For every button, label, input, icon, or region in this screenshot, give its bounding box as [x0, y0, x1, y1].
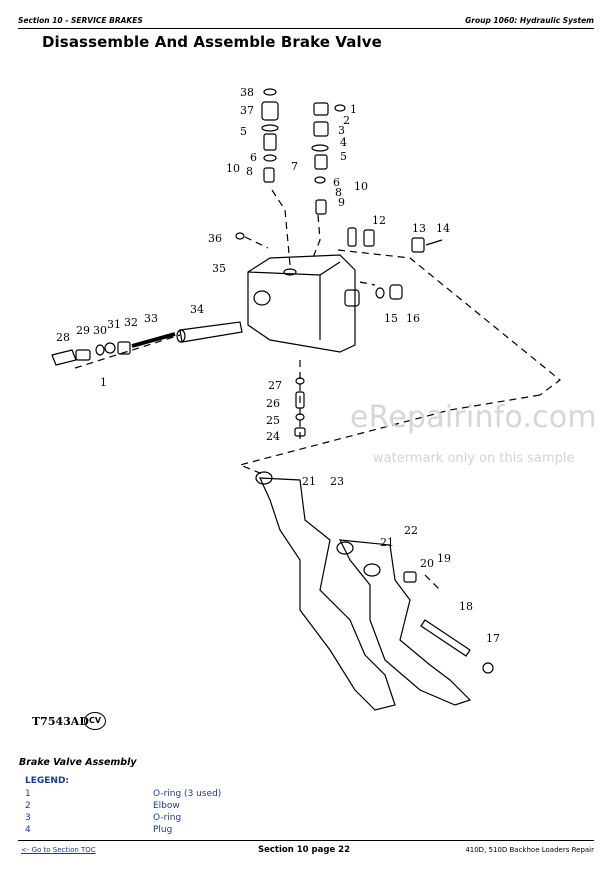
callout: 16 — [406, 312, 420, 325]
legend-item: 2 Elbow — [25, 801, 325, 813]
callout: 37 — [240, 104, 254, 117]
callout: 4 — [340, 136, 347, 149]
callout: 8 — [246, 165, 253, 178]
callout: 2 — [343, 114, 350, 127]
section-toc-link[interactable]: <- Go to Section TOC — [21, 846, 96, 854]
callout: 21 — [302, 475, 316, 488]
callout: 15 — [384, 312, 398, 325]
callout: 10 — [226, 162, 240, 175]
callout: 29 — [76, 324, 90, 337]
figure-id: T7543AD — [32, 715, 89, 728]
callout: 1 — [100, 376, 107, 389]
callout: 30 — [93, 324, 107, 337]
legend-num: 4 — [25, 825, 31, 835]
legend-num: 1 — [25, 789, 31, 799]
callout: 35 — [212, 262, 226, 275]
callout: 31 — [107, 318, 121, 331]
legend-desc: Elbow — [153, 801, 180, 811]
callout: 9 — [338, 196, 345, 209]
callout: 10 — [354, 180, 368, 193]
callout: 21 — [380, 536, 394, 549]
footer-rule — [18, 840, 594, 841]
legend-item: 3 O-ring — [25, 813, 325, 825]
callout: 18 — [459, 600, 473, 613]
legend-desc: O-ring — [153, 813, 182, 823]
callout: 7 — [291, 160, 298, 173]
callout: 12 — [372, 214, 386, 227]
legend-item: 4 Plug — [25, 825, 325, 837]
figure-caption: Brake Valve Assembly — [19, 757, 137, 768]
callout: 14 — [436, 222, 450, 235]
callout: 19 — [437, 552, 451, 565]
callout: 5 — [240, 125, 247, 138]
callout: 38 — [240, 86, 254, 99]
watermark-sub: watermark only on this sample — [373, 451, 575, 466]
brake-valve-illustration: 38 37 5 10 8 6 7 1 2 3 4 5 6 8 9 10 12 1… — [51, 86, 561, 711]
callout: 34 — [190, 303, 204, 316]
page-header: Section 10 - SERVICE BRAKES Group 1060: … — [18, 14, 594, 30]
callout: 32 — [124, 316, 138, 329]
page-number: Section 10 page 22 — [258, 845, 350, 855]
page-footer: <- Go to Section TOC Section 10 page 22 … — [18, 840, 594, 856]
legend-desc: Plug — [153, 825, 173, 835]
callout: 1 — [350, 103, 357, 116]
section-label: Section 10 - SERVICE BRAKES — [18, 16, 143, 25]
watermark-main: eRepairinfo.com — [350, 400, 597, 435]
callout: 23 — [330, 475, 344, 488]
group-label: Group 1060: Hydraulic System — [465, 16, 594, 25]
legend-desc: O-ring (3 used) — [153, 789, 222, 799]
exploded-diagram: 38 37 5 10 8 6 7 1 2 3 4 5 6 8 9 10 12 1… — [0, 70, 608, 750]
callout: 24 — [266, 430, 280, 443]
legend-item: 1 O-ring (3 used) — [25, 789, 325, 801]
page-title: Disassemble And Assemble Brake Valve — [42, 33, 382, 51]
callout: 33 — [144, 312, 158, 325]
header-rule — [18, 28, 594, 29]
manual-title: 410D, 510D Backhoe Loaders Repair — [465, 846, 594, 854]
cv-badge: CV — [84, 712, 106, 730]
callout: 20 — [420, 557, 434, 570]
assembly-lines — [74, 189, 561, 591]
callout: 27 — [268, 379, 282, 392]
callout: 17 — [486, 632, 500, 645]
callout: 28 — [56, 331, 70, 344]
callout: 22 — [404, 524, 418, 537]
callout: 13 — [412, 222, 426, 235]
callout: 25 — [266, 414, 280, 427]
callout: 6 — [333, 176, 340, 189]
legend-num: 3 — [25, 813, 31, 823]
callout: 8 — [335, 186, 342, 199]
callout: 26 — [266, 397, 280, 410]
legend-num: 2 — [25, 801, 31, 811]
legend-title: LEGEND: — [25, 776, 70, 786]
callout: 5 — [340, 150, 347, 163]
callout: 6 — [250, 151, 257, 164]
callout: 36 — [208, 232, 222, 245]
callout: 3 — [338, 124, 345, 137]
callout-labels: 38 37 5 10 8 6 7 1 2 3 4 5 6 8 9 10 12 1… — [56, 86, 500, 645]
